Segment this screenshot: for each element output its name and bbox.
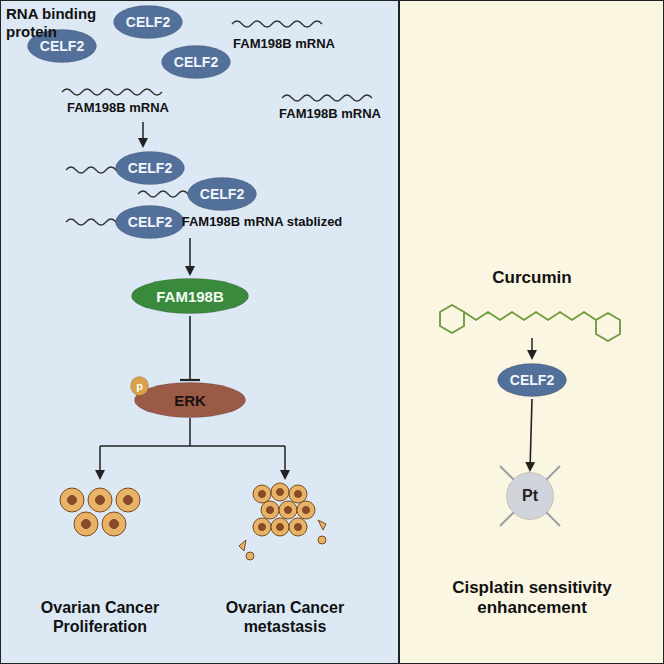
rbp-ellipse: CELF2 xyxy=(115,151,185,185)
annotation-label: RNA binding protein xyxy=(6,5,146,41)
platinum-bonds xyxy=(500,466,560,526)
annotation-label: Curcumin xyxy=(462,268,602,288)
platinum-circle: Pt xyxy=(506,472,554,520)
annotation-label: FAM198B mRNA stablized xyxy=(172,214,352,230)
rbp-ellipse: CELF2 xyxy=(497,363,567,397)
erk-ellipse: ERK p xyxy=(134,382,246,418)
rbp-ellipse: CELF2 xyxy=(161,45,231,79)
proliferation-cells xyxy=(60,488,140,536)
mrna-strands xyxy=(62,21,372,225)
rbp-ellipse: CELF2 xyxy=(187,177,257,211)
node-text: CELF2 xyxy=(174,54,218,70)
curcumin-structure xyxy=(440,305,620,341)
arrow-connector xyxy=(530,399,532,470)
node-text: CELF2 xyxy=(40,38,84,54)
node-text: ERK xyxy=(174,392,206,409)
left-panel xyxy=(1,1,399,664)
node-text: Pt xyxy=(522,487,538,505)
node-text: CELF2 xyxy=(510,372,554,388)
flow-arrows xyxy=(100,122,532,478)
metastasis-cells xyxy=(239,483,326,560)
annotation-label: FAM198B mRNA xyxy=(270,106,390,122)
node-text: CELF2 xyxy=(128,160,172,176)
annotation-label: Ovarian Cancer Proliferation xyxy=(35,598,165,636)
annotation-label: FAM198B mRNA xyxy=(58,100,178,116)
annotation-label: FAM198B mRNA xyxy=(224,36,344,52)
node-text: CELF2 xyxy=(126,14,170,30)
rbp-ellipse: CELF2 xyxy=(113,5,183,39)
rbp-ellipse: CELF2 xyxy=(115,205,185,239)
annotation-label: Cisplatin sensitivity enhancement xyxy=(422,578,642,619)
node-text: p xyxy=(136,380,143,392)
annotation-label: Ovarian Cancer metastasis xyxy=(220,598,350,636)
node-text: CELF2 xyxy=(128,214,172,230)
right-panel xyxy=(400,1,664,664)
fam198b-ellipse: FAM198B xyxy=(131,278,249,314)
node-text: CELF2 xyxy=(200,186,244,202)
phospho-circle: p xyxy=(130,376,149,396)
node-text: FAM198B xyxy=(156,288,224,305)
inhibition-connector xyxy=(180,316,200,380)
